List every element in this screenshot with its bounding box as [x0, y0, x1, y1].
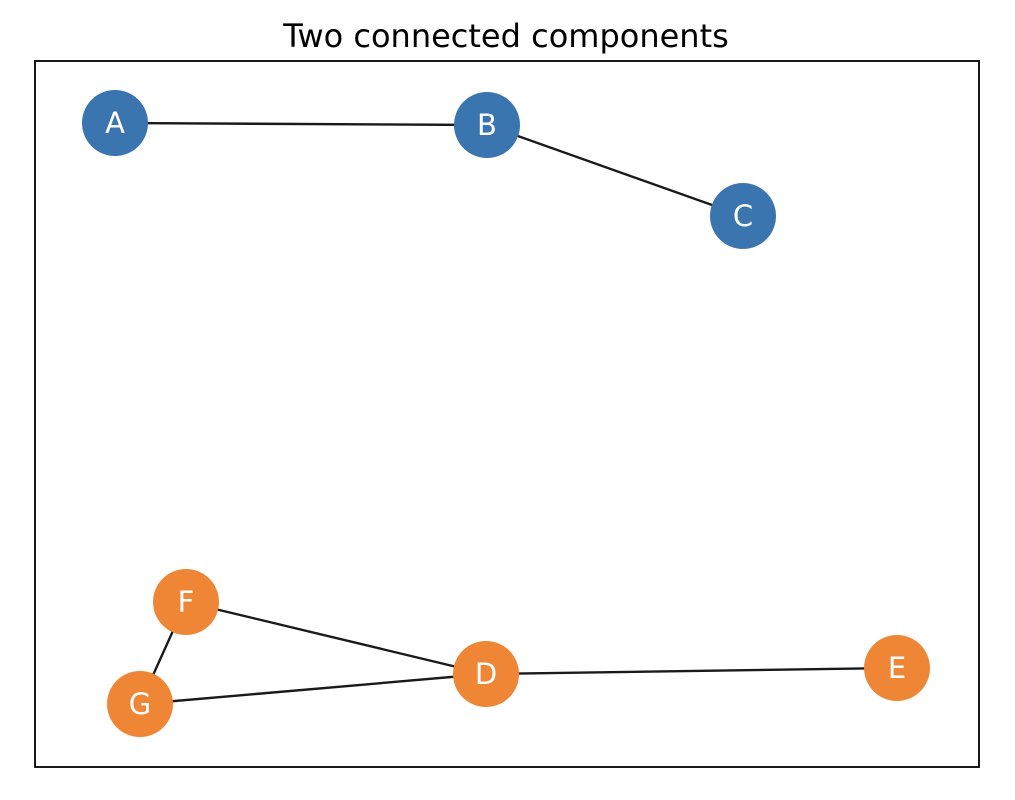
node-circle — [864, 635, 930, 701]
node-b: B — [454, 92, 520, 158]
node-circle — [710, 183, 776, 249]
node-label: B — [477, 108, 497, 142]
node-g: G — [107, 671, 173, 737]
node-circle — [107, 671, 173, 737]
node-e: E — [864, 635, 930, 701]
edge-d-e — [485, 666, 898, 676]
edge-f-d — [185, 600, 487, 676]
node-c: C — [710, 183, 776, 249]
node-label: E — [888, 651, 906, 685]
node-label: C — [733, 199, 753, 233]
node-label: D — [475, 657, 497, 691]
diagram-title: Two connected components — [282, 17, 729, 55]
edge-g-d — [139, 672, 487, 706]
node-a: A — [82, 90, 148, 156]
edges-layer — [114, 121, 898, 706]
edge-a-b — [114, 121, 488, 127]
edge-b-c — [486, 123, 744, 218]
node-circle — [153, 569, 219, 635]
node-label: F — [178, 585, 195, 619]
node-label: A — [105, 106, 125, 140]
nodes-layer: A B C D E F G — [82, 90, 930, 737]
node-circle — [454, 92, 520, 158]
node-label: G — [129, 687, 151, 721]
plot-frame — [34, 60, 980, 768]
node-circle — [82, 90, 148, 156]
node-f: F — [153, 569, 219, 635]
node-circle — [453, 641, 519, 707]
node-d: D — [453, 641, 519, 707]
